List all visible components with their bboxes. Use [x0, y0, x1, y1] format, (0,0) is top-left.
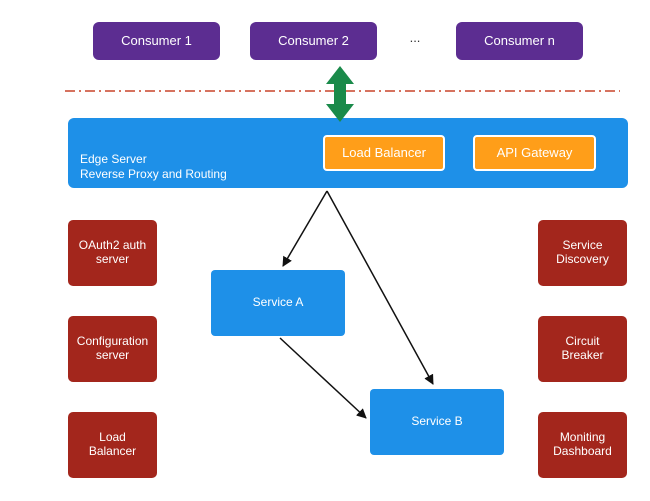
configuration-server-box: Configuration server	[68, 316, 157, 382]
oauth2-label-line2: server	[95, 252, 130, 266]
consumers-ellipsis: ...	[409, 30, 421, 45]
consumer-1-label: Consumer 1	[121, 32, 192, 48]
consumer-1-box: Consumer 1	[93, 22, 220, 60]
monitoring-dashboard-line2: Dashboard	[553, 444, 612, 458]
service-a-to-service-b-arrow	[279, 337, 367, 419]
load-balancer-left-box: Load Balancer	[68, 412, 157, 478]
monitoring-dashboard-box: Moniting Dashboard	[538, 412, 627, 478]
service-a-label: Service A	[252, 295, 304, 310]
configuration-label-line1: Configuration	[76, 334, 149, 349]
edge-server-text: Edge Server Reverse Proxy and Routing	[80, 152, 227, 182]
load-balancer-label: Load Balancer	[342, 144, 426, 160]
service-discovery-line2: Discovery	[556, 252, 609, 266]
monitoring-dashboard-line1: Moniting	[559, 430, 606, 445]
service-a-box: Service A	[211, 270, 345, 336]
circuit-breaker-line2: Breaker	[561, 348, 604, 362]
circuit-breaker-line1: Circuit	[565, 334, 600, 349]
circuit-breaker-box: Circuit Breaker	[538, 316, 627, 382]
oauth2-label-line1: OAuth2 auth	[78, 238, 147, 253]
oauth2-server-box: OAuth2 auth server	[68, 220, 157, 286]
consumer-n-label: Consumer n	[484, 32, 555, 48]
service-b-box: Service B	[370, 389, 504, 455]
load-balancer-left-line2: Balancer	[88, 444, 137, 458]
load-balancer-left-line1: Load	[99, 430, 126, 445]
edge-server-subtitle: Reverse Proxy and Routing	[80, 167, 227, 181]
service-b-label: Service B	[411, 414, 463, 429]
edge-to-service-b-arrow	[326, 190, 434, 385]
service-discovery-box: Service Discovery	[538, 220, 627, 286]
load-balancer-box: Load Balancer	[323, 135, 445, 171]
consumer-n-box: Consumer n	[456, 22, 583, 60]
configuration-label-line2: server	[95, 348, 130, 362]
edge-server-title: Edge Server	[80, 152, 147, 166]
bidirectional-arrow-icon	[326, 66, 354, 122]
consumer-2-label: Consumer 2	[278, 32, 349, 48]
api-gateway-box: API Gateway	[473, 135, 596, 171]
service-discovery-line1: Service	[562, 238, 603, 253]
consumer-2-box: Consumer 2	[250, 22, 377, 60]
edge-to-service-a-arrow	[282, 190, 328, 267]
api-gateway-label: API Gateway	[496, 144, 573, 160]
